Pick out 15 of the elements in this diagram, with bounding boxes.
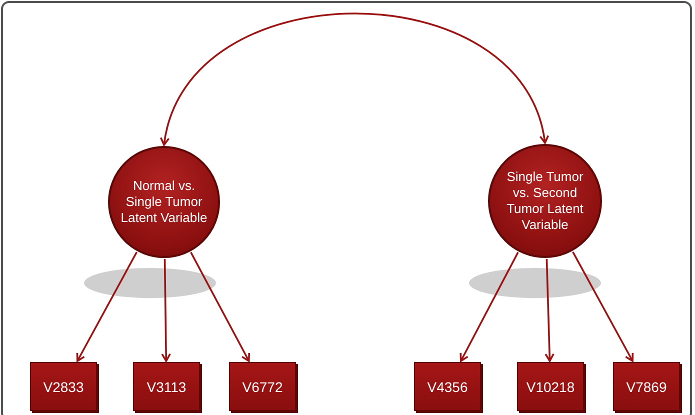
variable-box: V7869 [613,362,680,411]
arrow [190,252,250,362]
variable-box: V6772 [229,362,296,411]
arrow [161,12,548,146]
arrow [161,258,171,362]
variable-box: V2833 [30,362,97,411]
latent-variable-circle: Normal vs. Single Tumor Latent Variable [108,146,220,258]
arrow [76,252,138,362]
variable-box: V10218 [517,362,584,411]
variable-box: V3113 [133,362,200,411]
arrow [544,258,554,362]
arrow [572,251,634,362]
variable-box: V4356 [414,362,481,411]
arrow [460,252,519,362]
latent-variable-circle: Single Tumor vs. Second Tumor Latent Variable [488,144,602,258]
